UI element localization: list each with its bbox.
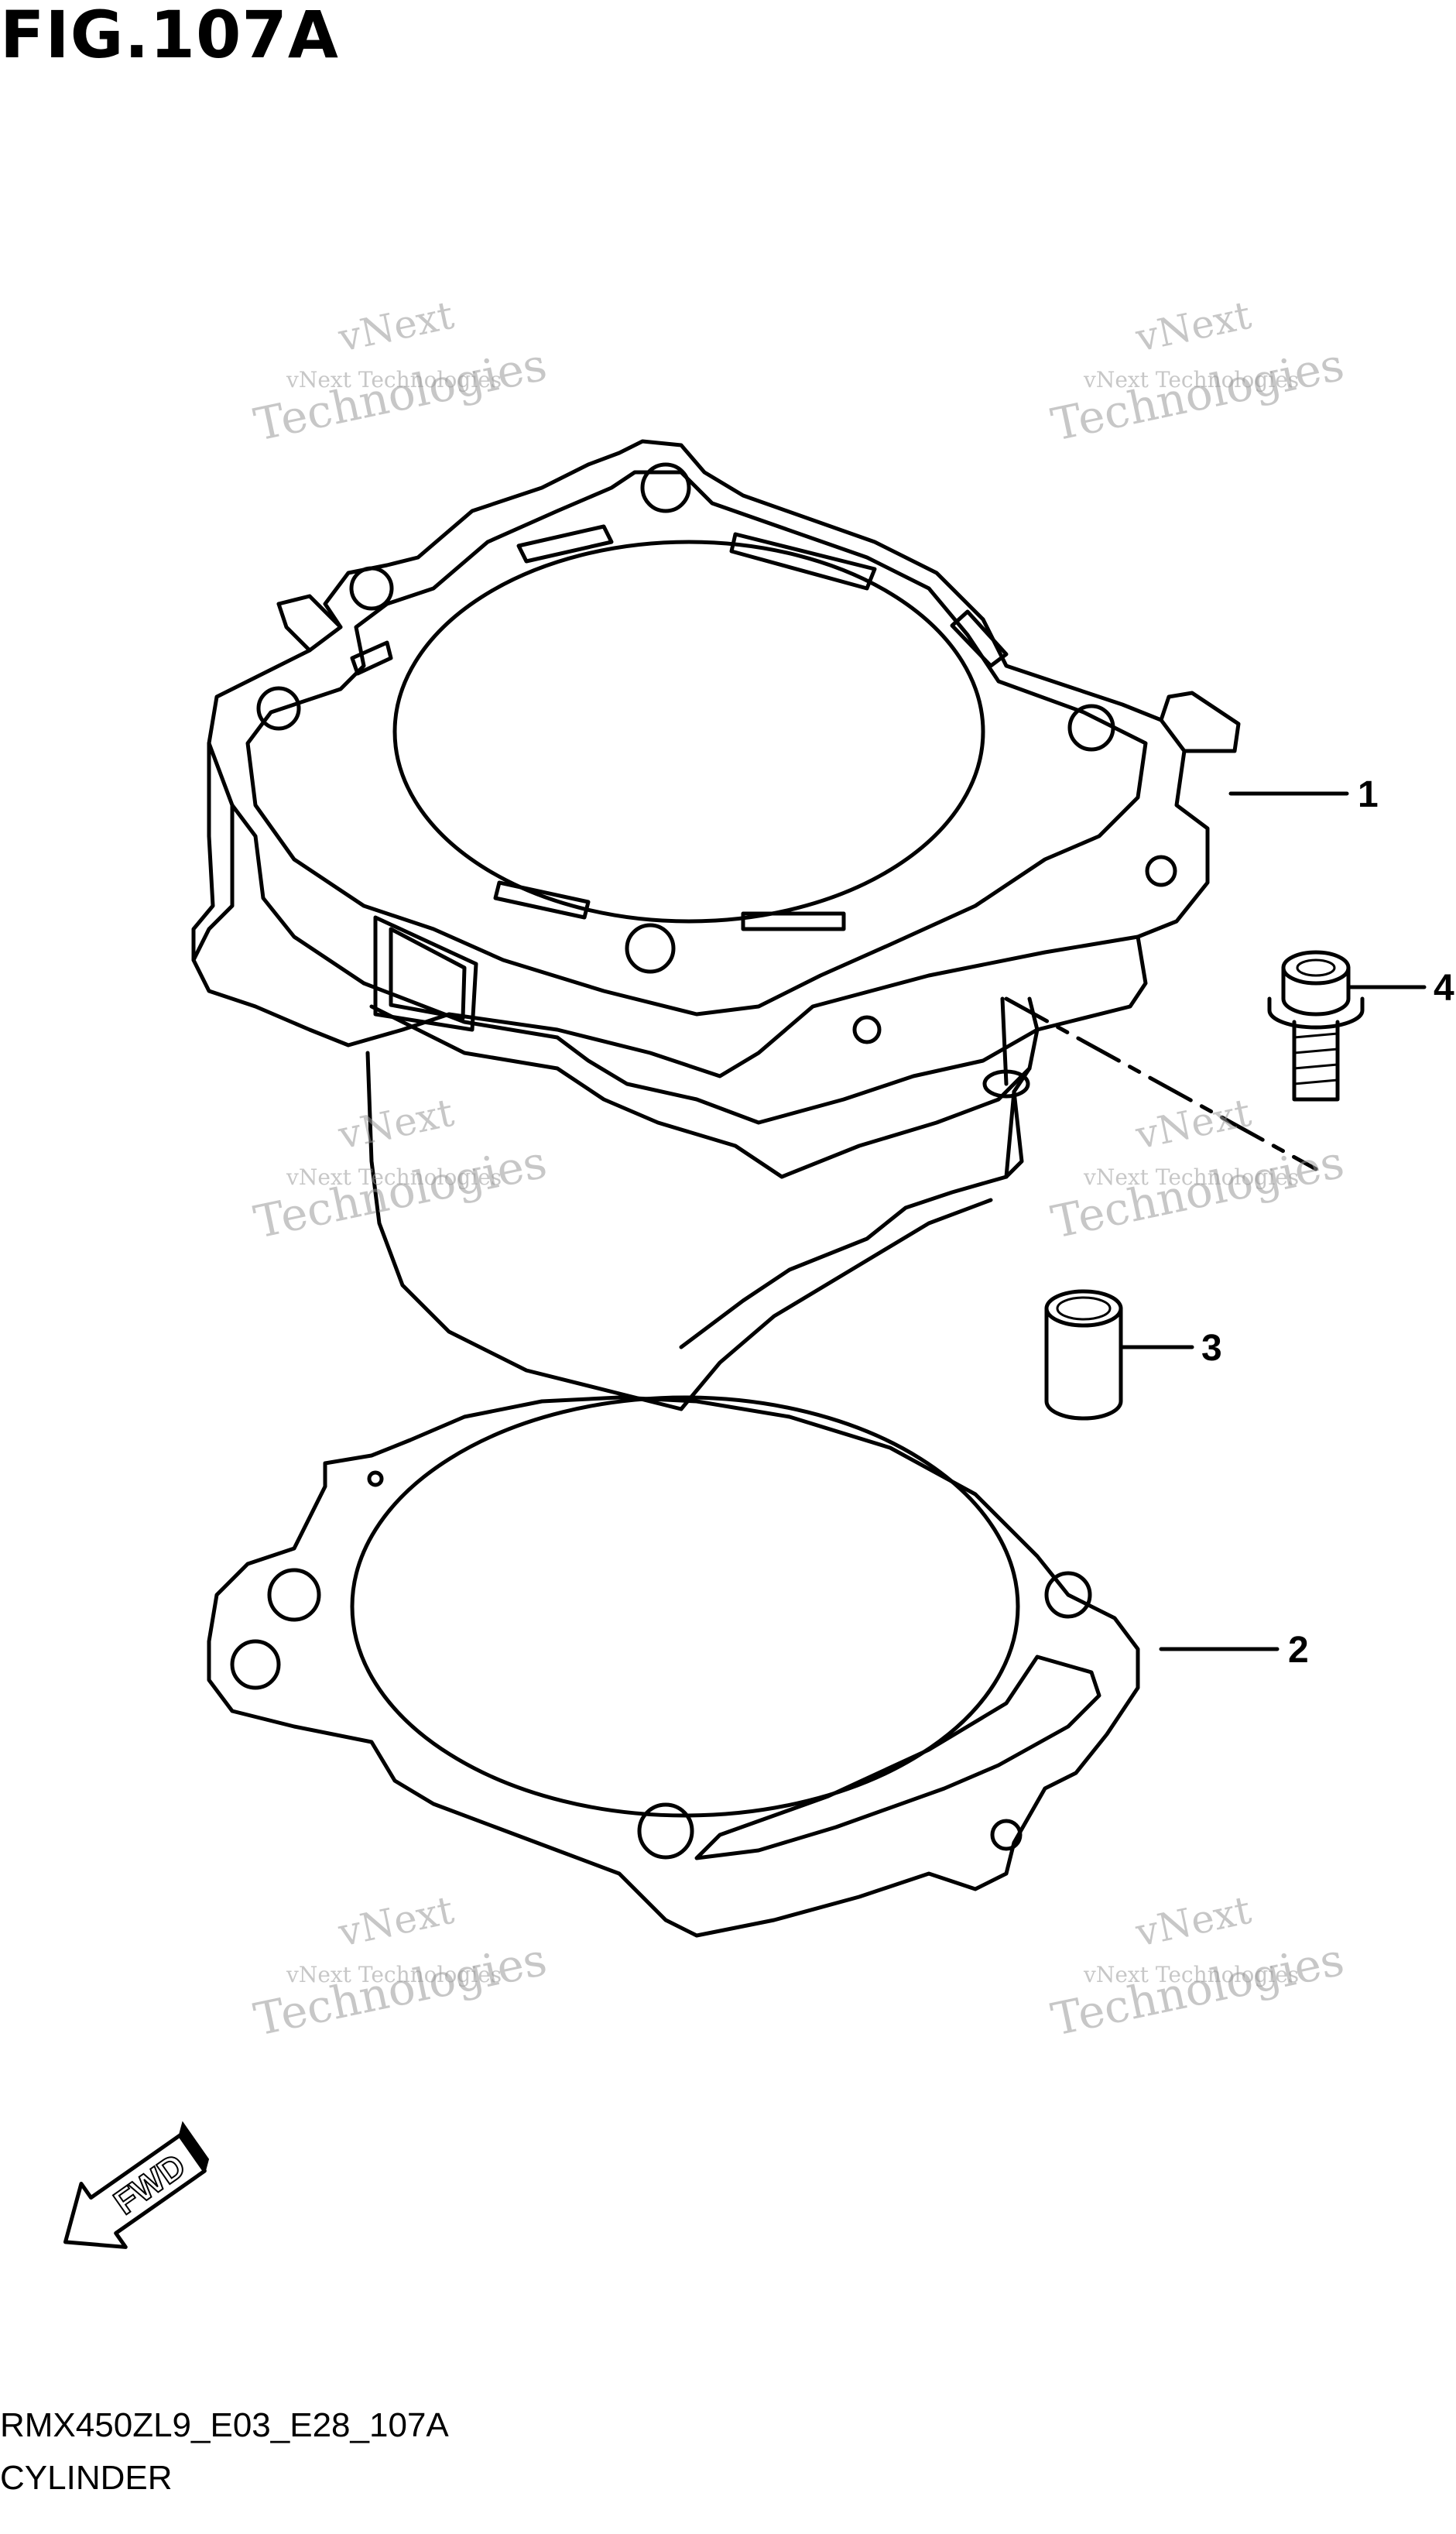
svg-text:vNext: vNext — [1131, 1090, 1255, 1158]
gasket-drawing — [207, 1395, 1140, 1938]
svg-text:Technologies: Technologies — [249, 338, 551, 451]
watermark-top-right: vNext Technologies vNext Technologies — [1047, 293, 1348, 451]
svg-text:vNext: vNext — [334, 1888, 457, 1956]
bolt-drawing — [1267, 950, 1365, 1102]
svg-text:Technologies: Technologies — [1047, 338, 1348, 451]
watermark-top-left: vNext Technologies vNext Technologies — [249, 293, 551, 451]
callout-3: 3 — [1201, 1328, 1222, 1369]
svg-text:Technologies: Technologies — [249, 1932, 551, 2045]
watermark-mid-left: vNext Technologies vNext Technologies — [249, 1090, 551, 1249]
watermark-mid-right: vNext Technologies vNext Technologies — [1047, 1090, 1348, 1249]
svg-text:Technologies: Technologies — [1047, 1135, 1348, 1248]
svg-text:Technologies: Technologies — [1047, 1932, 1348, 2045]
callout-4: 4 — [1434, 968, 1454, 1009]
watermark-bottom-left: vNext Technologies vNext Technologies — [249, 1888, 551, 2046]
callout-1: 1 — [1358, 774, 1379, 815]
svg-text:vNext: vNext — [1131, 293, 1255, 361]
figure-title: FIG.107A — [0, 0, 339, 73]
svg-text:vNext: vNext — [1131, 1888, 1255, 1956]
watermark-bottom-right: vNext Technologies vNext Technologies — [1047, 1888, 1348, 2046]
svg-text:vNext Technologies: vNext Technologies — [286, 1164, 502, 1190]
figure-code: RMX450ZL9_E03_E28_107A — [0, 2406, 449, 2444]
svg-text:vNext: vNext — [334, 293, 457, 361]
svg-text:vNext Technologies: vNext Technologies — [1083, 367, 1299, 393]
fwd-arrow-icon: FWD — [63, 2121, 210, 2249]
svg-text:vNext Technologies: vNext Technologies — [286, 367, 502, 393]
figure-name: CYLINDER — [0, 2459, 173, 2497]
svg-text:vNext Technologies: vNext Technologies — [286, 1962, 502, 1987]
svg-text:vNext: vNext — [334, 1090, 457, 1158]
cylinder-drawing — [191, 439, 1318, 1411]
svg-text:Technologies: Technologies — [249, 1135, 551, 1248]
svg-text:vNext Technologies: vNext Technologies — [1083, 1164, 1299, 1190]
dowel-pin-drawing — [1044, 1289, 1123, 1421]
svg-text:vNext Technologies: vNext Technologies — [1083, 1962, 1299, 1987]
callout-2: 2 — [1288, 1630, 1309, 1671]
